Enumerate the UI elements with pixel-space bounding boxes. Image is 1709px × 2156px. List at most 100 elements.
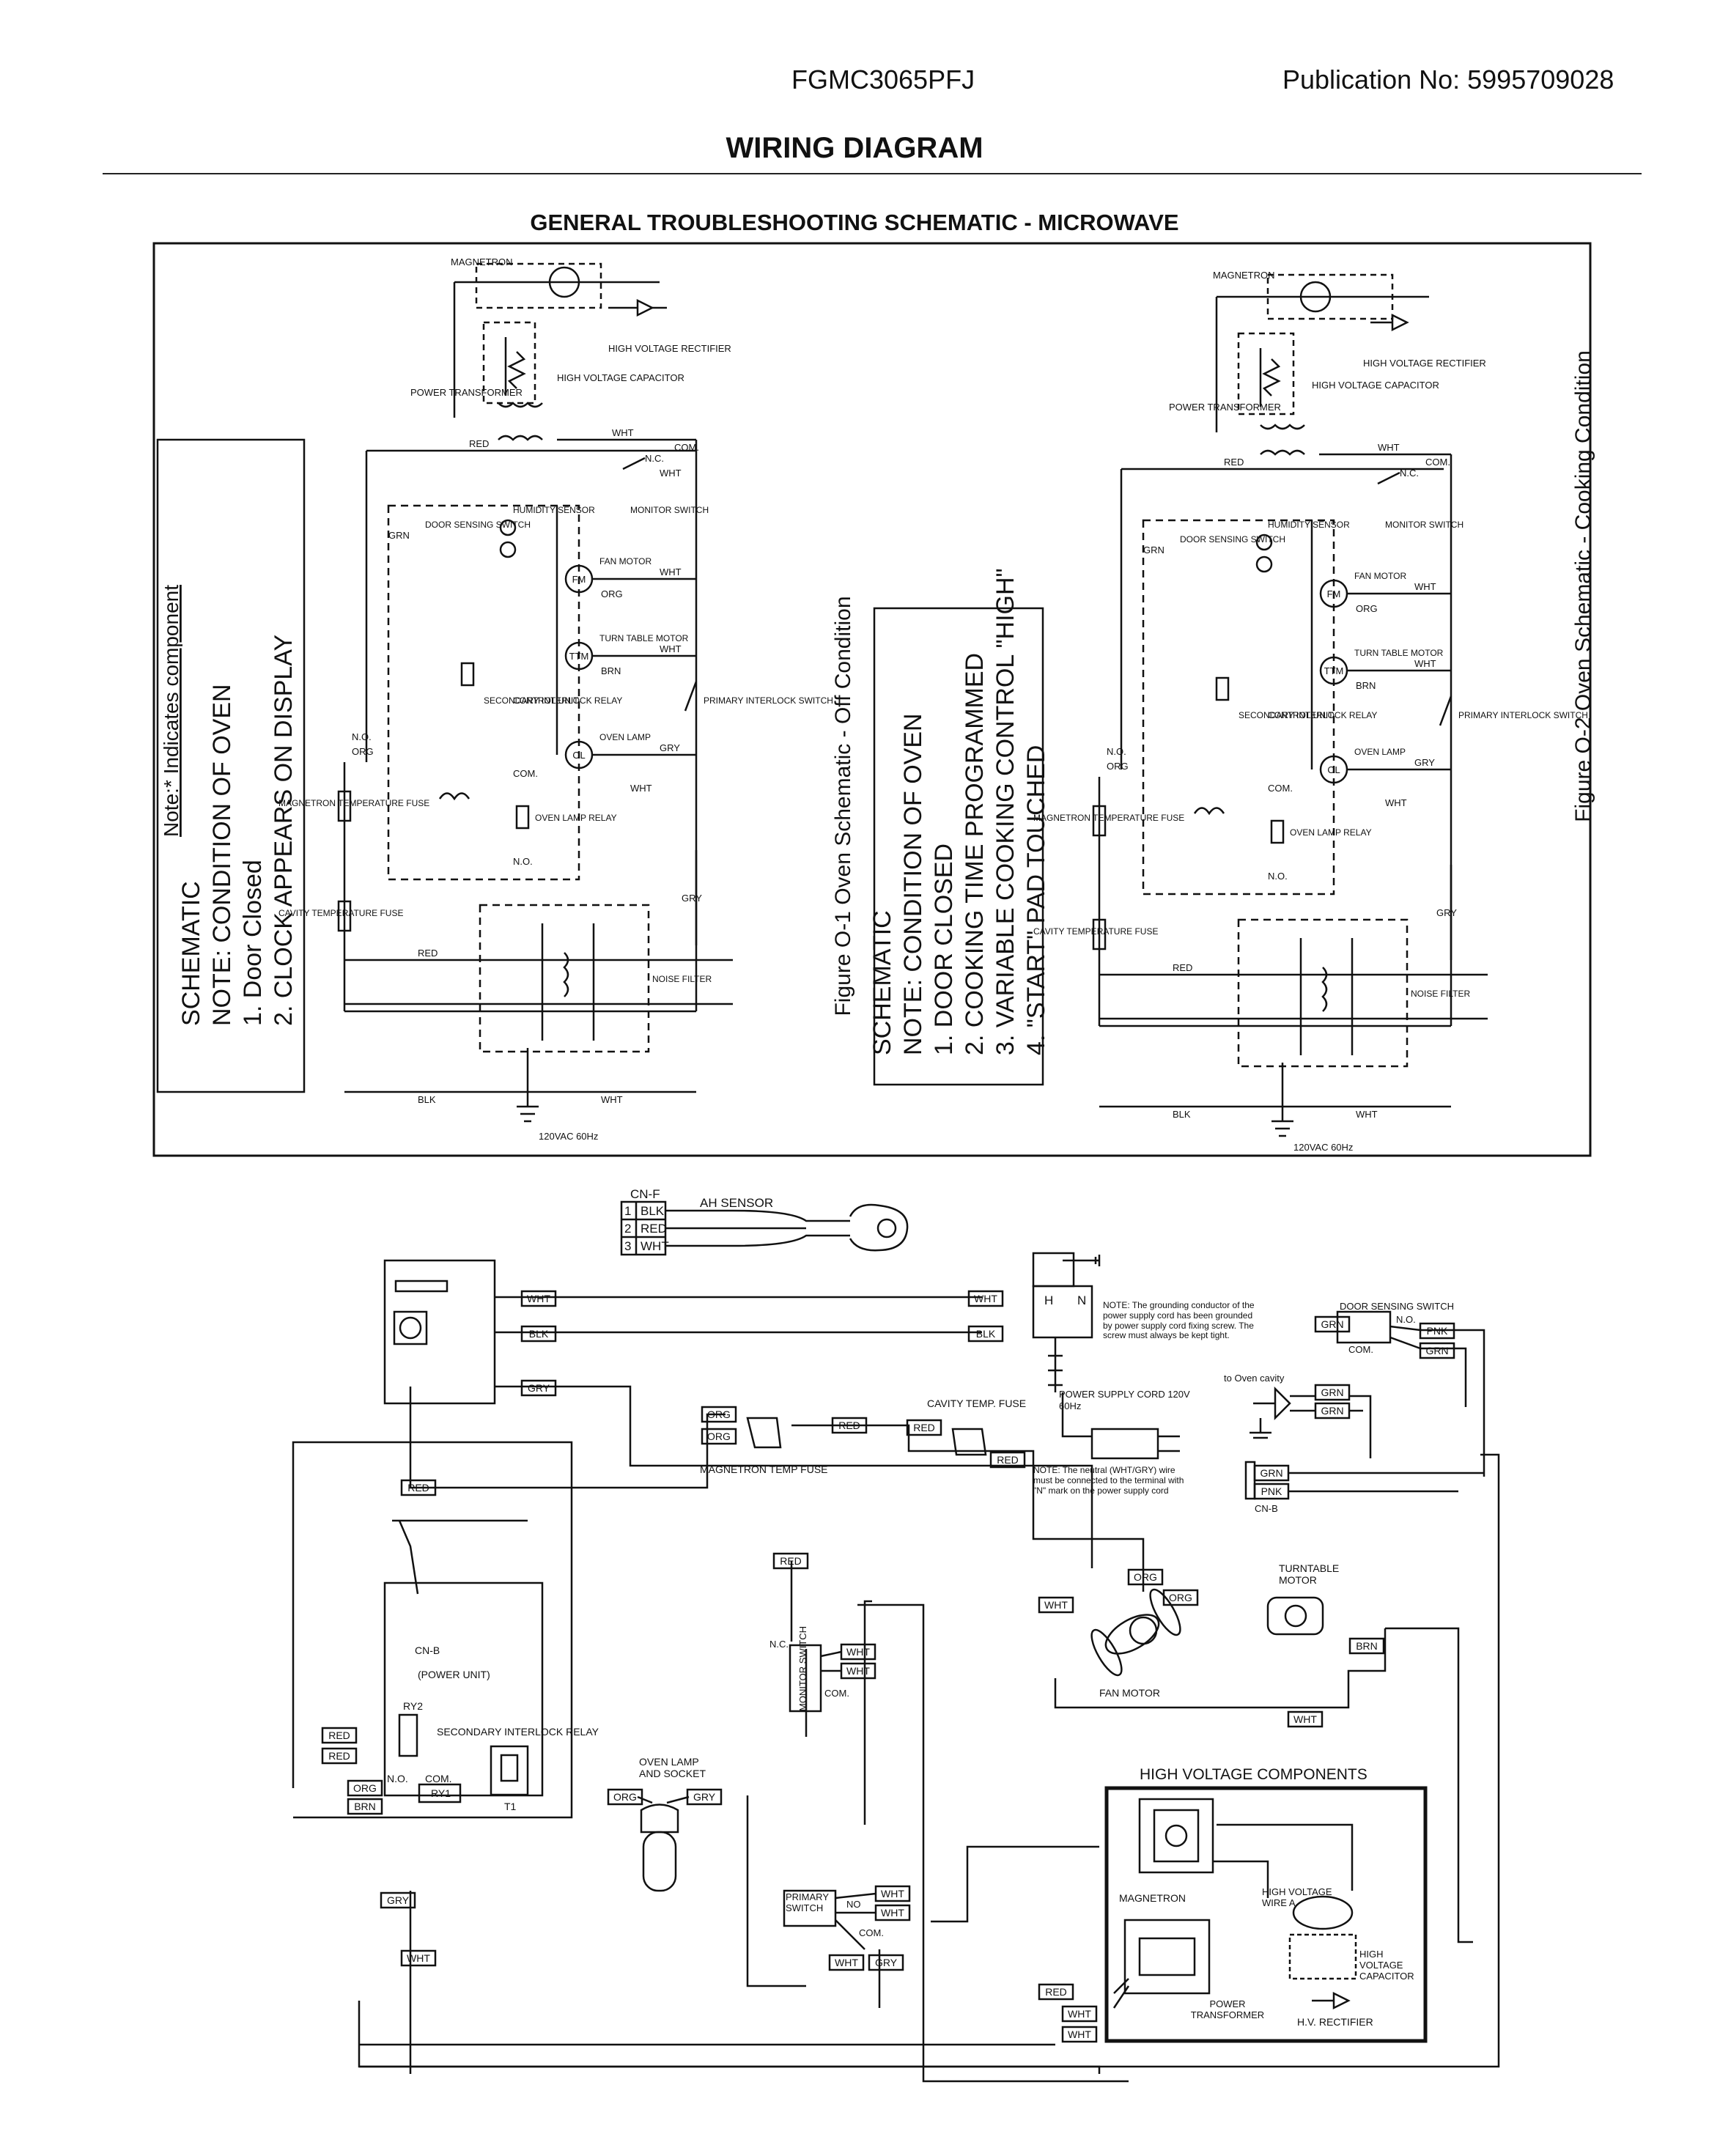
tag-brn-2-text: BRN [354, 1801, 376, 1812]
left-label-fan: FAN MOTOR [599, 556, 652, 566]
left-tag-red-2: RED [418, 948, 438, 959]
cnb-right-label: CN-B [1255, 1503, 1278, 1514]
right-tag-com-2: COM. [1268, 783, 1293, 794]
right-label-humidity: HUMIDITY SENSOR [1268, 520, 1350, 530]
right-label-transformer: POWER TRANSFORMER [1169, 402, 1281, 413]
cnf-pin-1: 1 [624, 1204, 631, 1218]
right-schematic-title: SCHEMATIC [868, 910, 896, 1055]
ry1-label: RY1 [431, 1787, 451, 1799]
tag-red-4-text: RED [407, 1482, 429, 1494]
right-condition-1: 1. DOOR CLOSED [930, 843, 958, 1055]
left-note-component: Note:* Indicates component [160, 585, 182, 837]
door-switch-com: COM. [1348, 1344, 1373, 1355]
tag-red-8-text: RED [1045, 1986, 1067, 1998]
right-label-lamp: OVEN LAMP [1354, 747, 1406, 757]
left-rectifier-symbol [608, 298, 654, 317]
tag-gry-4-text: GRY [875, 1957, 898, 1968]
left-label-lamp-relay: OVEN LAMP RELAY [535, 813, 617, 823]
left-tag-gry-2: GRY [682, 893, 702, 904]
tag-wht-6 [1287, 1710, 1324, 1728]
control-panel-knob-frame [393, 1310, 428, 1345]
right-label-noise: NOISE FILTER [1411, 989, 1470, 999]
right-tag-wht-top: WHT [1378, 442, 1400, 453]
right-tag-no: N.O. [1107, 746, 1126, 757]
tag-org-6-text: ORG [613, 1791, 637, 1803]
tag-gry-2 [380, 1891, 416, 1909]
left-label-control: CONTROL UNIT [513, 695, 579, 706]
right-tag-org-2: ORG [1107, 761, 1129, 772]
right-primary-interlock [1439, 695, 1453, 726]
primary-runs [878, 1845, 1099, 2008]
left-loop [292, 1441, 573, 1819]
power-unit-label: (POWER UNIT) [418, 1669, 490, 1680]
tag-org-5-text: ORG [353, 1782, 377, 1794]
monitor-switch-nc: N.C. [769, 1639, 789, 1650]
left-tag-grn: GRN [388, 530, 410, 541]
right-lamp-relay [1270, 819, 1285, 844]
cnb-wires [1288, 1472, 1484, 1493]
left-label-noise: NOISE FILTER [652, 974, 712, 984]
ry2-label: RY2 [403, 1700, 423, 1712]
right-ol-glyph: OL [1327, 764, 1340, 775]
tag-pnk-2-text: PNK [1261, 1485, 1282, 1497]
right-supply: 120VAC 60Hz [1293, 1142, 1353, 1153]
cavity-fuse-label: CAVITY TEMP. FUSE [927, 1398, 1026, 1409]
right-secondary-relay [1215, 676, 1230, 701]
left-humidity-coil-2 [499, 541, 517, 558]
tag-blk-2 [967, 1325, 1004, 1343]
right-tag-red-2: RED [1173, 962, 1192, 973]
t1-label: T1 [504, 1801, 517, 1812]
left-primary-interlock [684, 681, 698, 712]
monitor-wht-run [805, 1600, 872, 1825]
right-tag-nc: N.C. [1400, 468, 1419, 479]
power-transformer-icon [1112, 1919, 1211, 2009]
tag-org-5 [347, 1779, 383, 1797]
power-unit-board [383, 1581, 544, 1797]
t1-core [500, 1754, 519, 1782]
oven-cavity-label: to Oven cavity [1224, 1373, 1285, 1384]
left-relay-coil [438, 792, 470, 801]
tag-org-6 [607, 1788, 643, 1806]
cnf-pin-3: 3 [624, 1239, 631, 1253]
tag-wht-11 [1061, 2005, 1098, 2023]
right-tag-org: ORG [1356, 603, 1378, 614]
tag-wht-12 [1061, 2026, 1098, 2043]
hv-internal-wires [1213, 1823, 1354, 1898]
tag-grn-2-text: GRN [1321, 1387, 1343, 1398]
tag-wht-1-text: WHT [527, 1293, 550, 1304]
ground-note: NOTE: The grounding conductor of the pow… [1103, 1301, 1255, 1340]
right-mag-fuse [1092, 805, 1107, 837]
right-tag-no-2: N.O. [1268, 871, 1288, 882]
right-filter-coils [1299, 938, 1354, 1055]
left-ttm-glyph: TTM [569, 651, 589, 662]
tag-org-4-text: ORG [1169, 1592, 1192, 1603]
tag-red-8 [1038, 1983, 1074, 2001]
tag-wht-9-text: WHT [881, 1907, 904, 1919]
monitor-switch-com: COM. [824, 1688, 849, 1699]
left-transformer-coils [498, 402, 543, 441]
org-to-fan [1004, 1450, 1145, 1592]
tag-wht-3-text: WHT [1044, 1599, 1068, 1611]
left-tag-wht-tt: WHT [660, 643, 682, 654]
left-condition-1: 1. Door Closed [239, 860, 267, 1026]
left-control-unit [387, 504, 580, 881]
right-tag-grn: GRN [1143, 544, 1164, 555]
left-schematic-title: SCHEMATIC [177, 881, 205, 1026]
primary-switch-label: PRIMARY SWITCH [786, 1892, 829, 1913]
tag-gry-1 [520, 1379, 557, 1397]
left-fm-glyph: FM [572, 574, 586, 585]
tag-red-7-text: RED [328, 1750, 350, 1762]
page-subtitle: GENERAL TROUBLESHOOTING SCHEMATIC - MICR… [530, 210, 1179, 235]
left-label-humidity: HUMIDITY SENSOR [513, 505, 595, 515]
ah-sensor-label: AH SENSOR [700, 1196, 773, 1210]
primary-switch-no: NO [846, 1899, 861, 1910]
publication-number: Publication No: 5995709028 [1282, 64, 1614, 95]
ry1-com-label: COM. [425, 1773, 452, 1784]
fan-motor-label: FAN MOTOR [1099, 1687, 1160, 1699]
right-capacitor-symbol [1259, 348, 1281, 407]
left-ground-symbol [517, 1105, 539, 1123]
left-ol-glyph: OL [572, 750, 585, 761]
right-ground-symbol [1271, 1120, 1293, 1137]
left-tag-nc: N.C. [645, 453, 664, 464]
tag-brn-1 [1348, 1637, 1385, 1655]
